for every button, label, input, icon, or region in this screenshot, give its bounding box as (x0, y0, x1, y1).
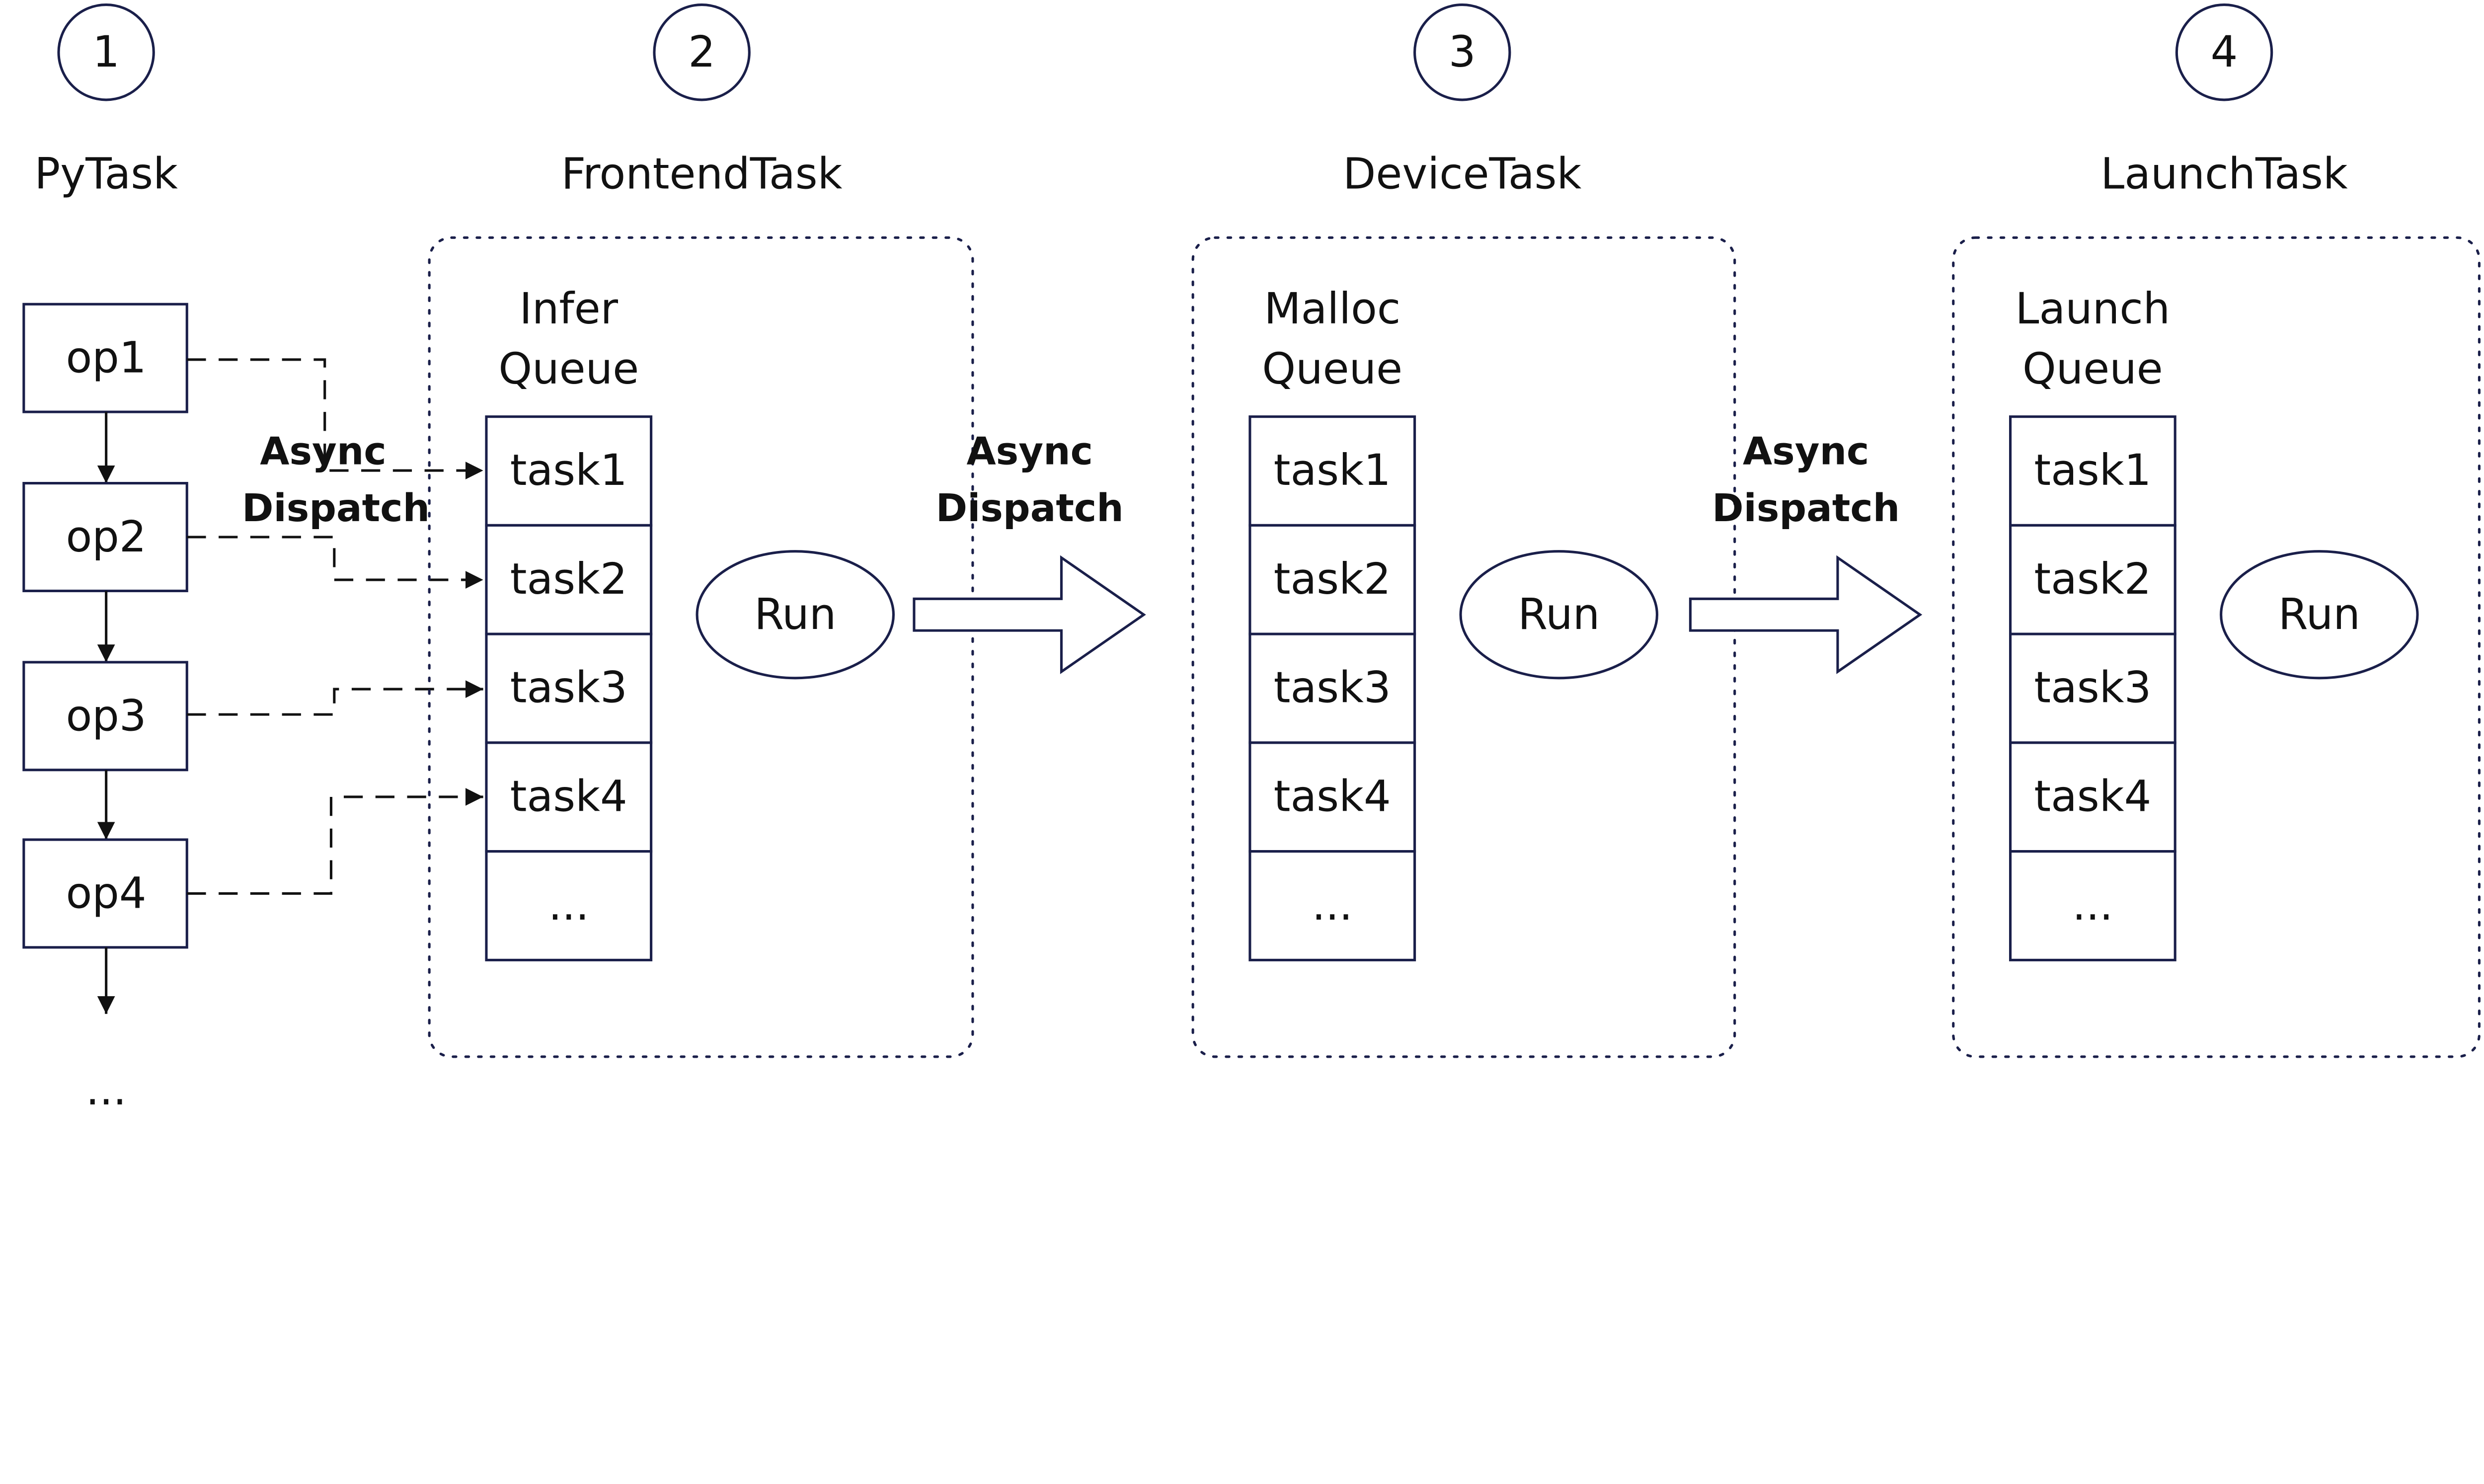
ops-more-ellipsis: ... (86, 1065, 127, 1115)
run-ellipse (2220, 550, 2419, 680)
queue-task-label: task4 (510, 772, 627, 821)
queue-title: Queue (2022, 344, 2163, 394)
async-dispatch-label: Dispatch (1712, 486, 1900, 531)
queue-task-label: task4 (2034, 772, 2151, 821)
async-dispatch-arrow (1689, 555, 1923, 674)
async-dispatch-connector (187, 788, 483, 895)
run-label: Run (2278, 590, 2360, 639)
queue-task-label: task2 (1274, 554, 1391, 604)
stage-container (1952, 236, 2481, 1058)
stage-title: FrontendTask (561, 150, 843, 199)
queue-title: Infer (519, 284, 618, 334)
stage-number: 3 (1449, 27, 1476, 77)
async-dispatch-label: Dispatch (242, 486, 430, 531)
async-dispatch-label: Async (260, 429, 386, 473)
stage-title: DeviceTask (1343, 150, 1581, 199)
op-label: op3 (66, 691, 147, 741)
queue-task-label: task2 (510, 554, 627, 604)
stage-number-circle (653, 3, 751, 101)
queue-cell (485, 524, 653, 635)
run-label: Run (754, 590, 836, 639)
queue-cell (2009, 632, 2176, 744)
async-dispatch-label: Async (1743, 429, 1869, 473)
op-label: op1 (66, 333, 147, 383)
queue-cell (1248, 524, 1416, 635)
async-dispatch-connector (187, 536, 483, 589)
stage-number: 1 (92, 27, 120, 77)
queue-cell (2009, 741, 2176, 853)
op-label: op2 (66, 512, 147, 562)
queue-cell (1248, 741, 1416, 853)
run-label: Run (1518, 590, 1600, 639)
op-label: op4 (66, 868, 147, 918)
queue-task-label: task3 (510, 663, 627, 713)
run-ellipse (1459, 550, 1659, 680)
op-box (22, 661, 188, 772)
queue-cell (1248, 415, 1416, 527)
queue-task-label: task1 (2034, 446, 2151, 495)
queue-cell (1248, 850, 1416, 961)
queue-title: Queue (1262, 344, 1402, 394)
stage-number-circle (2175, 3, 2273, 101)
async-dispatch-arrow (913, 555, 1146, 674)
queue-title: Malloc (1264, 284, 1400, 334)
stage-number-circle (57, 3, 155, 101)
async-dispatch-label: Async (966, 429, 1092, 473)
queue-task-label: task3 (1274, 663, 1391, 713)
queue-cell (1248, 632, 1416, 744)
stage-title: PyTask (34, 150, 178, 199)
queue-task-label: task1 (510, 446, 627, 495)
stage-number: 4 (2211, 27, 2238, 77)
async-dispatch-label: Dispatch (936, 486, 1124, 531)
queue-task-label: task3 (2034, 663, 2151, 713)
stage-title: LaunchTask (2100, 150, 2348, 199)
queue-cell (2009, 850, 2176, 961)
queue-cell (485, 850, 653, 961)
queue-task-label: task2 (2034, 554, 2151, 604)
queue-task-label: ... (1312, 880, 1353, 930)
async-dispatch-connector (187, 358, 483, 479)
op-box (22, 838, 188, 949)
queue-task-label: task4 (1274, 772, 1391, 821)
async-dispatch-connector (187, 680, 483, 716)
queue-task-label: ... (2072, 880, 2113, 930)
queue-cell (485, 632, 653, 744)
queue-title: Queue (498, 344, 639, 394)
queue-cell (2009, 524, 2176, 635)
run-ellipse (696, 550, 895, 680)
queue-cell (485, 741, 653, 853)
stage-number: 2 (688, 27, 715, 77)
stage-number-circle (1413, 3, 1511, 101)
queue-task-label: task1 (1274, 446, 1391, 495)
queue-cell (485, 415, 653, 527)
queue-task-label: ... (548, 880, 589, 930)
op-box (22, 303, 188, 413)
queue-cell (2009, 415, 2176, 527)
queue-title: Launch (2016, 284, 2171, 334)
